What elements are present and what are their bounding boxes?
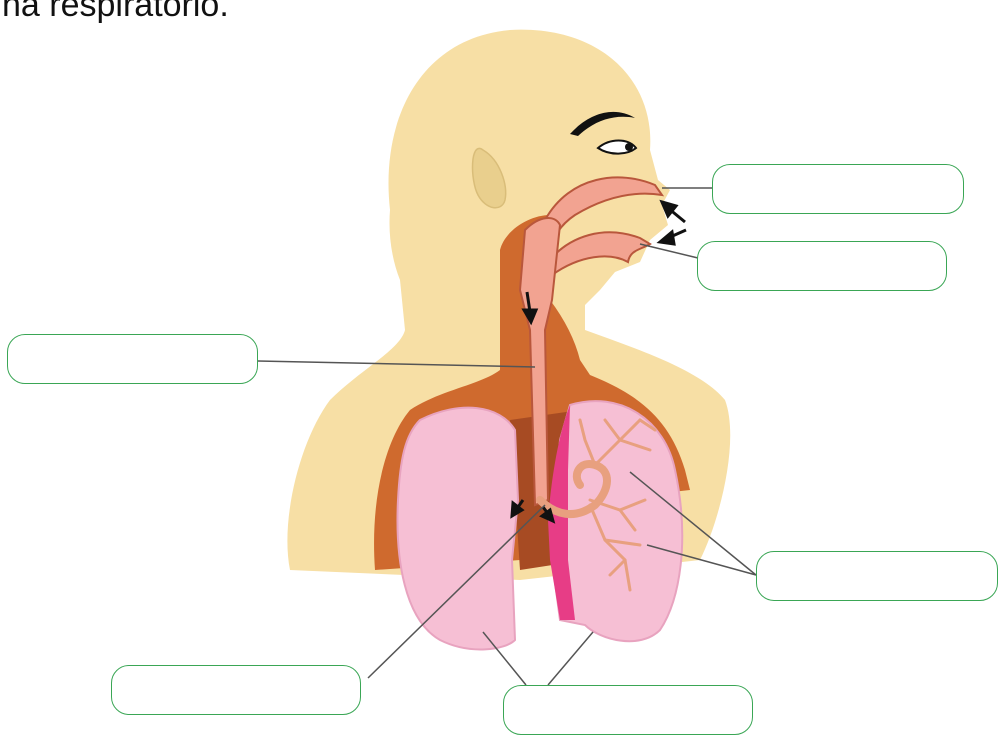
label-box-lungs[interactable]: [503, 685, 753, 735]
label-box-bronchi[interactable]: [111, 665, 361, 715]
right-lung: [397, 408, 518, 650]
label-box-mouth[interactable]: [697, 241, 947, 291]
label-box-trachea[interactable]: [7, 334, 258, 384]
label-box-nose[interactable]: [712, 164, 964, 214]
label-box-bronchioles[interactable]: [756, 551, 998, 601]
